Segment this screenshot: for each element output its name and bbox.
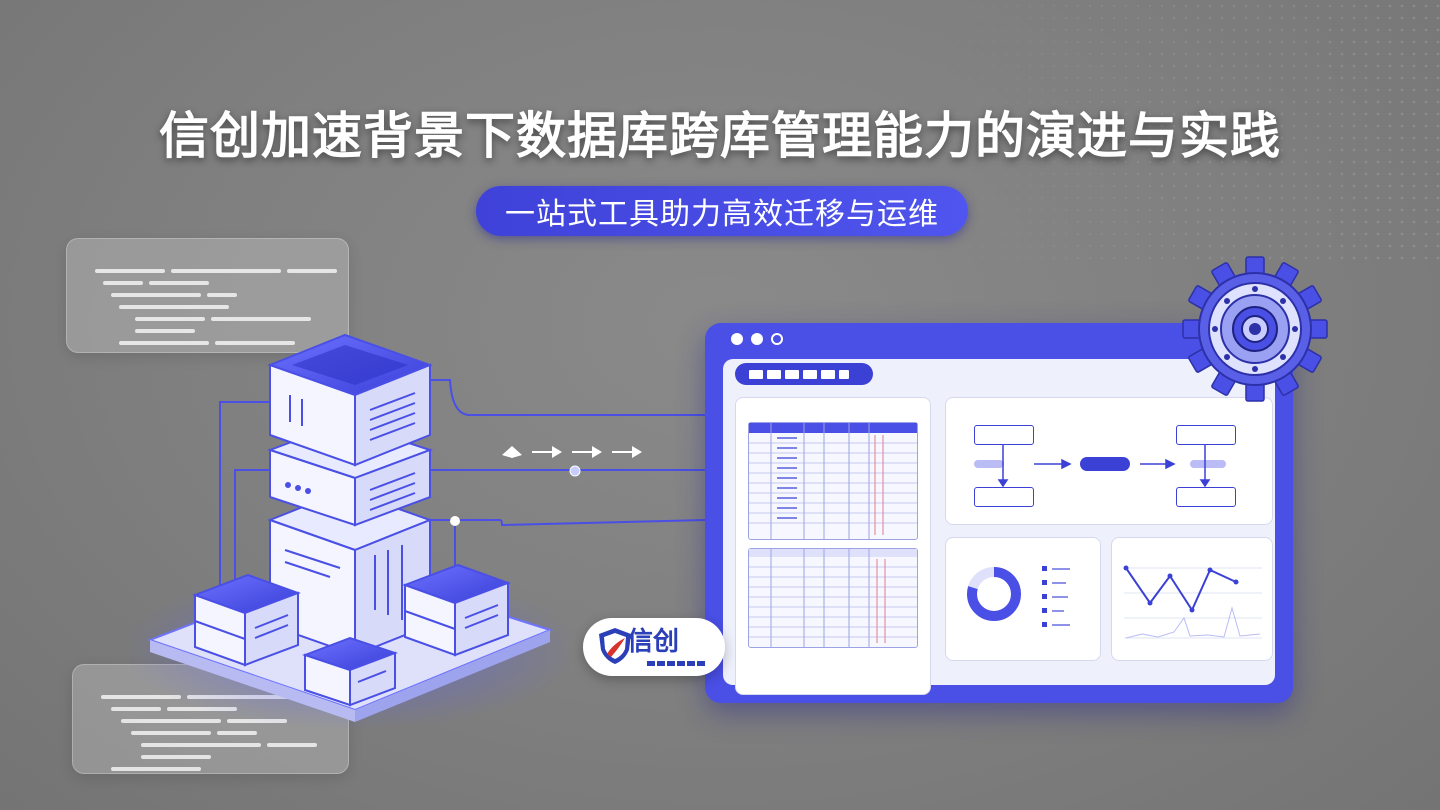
table-grid-illustration [749,423,917,539]
target-db-result-box [1176,487,1236,507]
code-snippet-card-top [66,238,349,353]
donut-chart-panel [945,537,1101,661]
page-title: 信创加速背景下数据库跨库管理能力的演进与实践 [159,107,1281,165]
blurred-title-illustration [749,370,849,379]
brand-tagline-illustration [647,661,705,666]
window-dot [751,333,763,345]
process-pill [1080,457,1130,471]
migration-flow-panel [945,397,1273,525]
arrow-right-icon [502,446,642,458]
management-window [705,323,1293,703]
code-lines-illustration [95,269,338,345]
window-content [723,359,1275,695]
window-dot [731,333,743,345]
window-dot [771,333,783,345]
data-table [748,548,918,648]
brand-name: 信创 [627,627,680,657]
page-subtitle: 一站式工具助力高效迁移与运维 [476,186,968,236]
connector-node [450,516,460,526]
data-table [748,422,918,540]
app-title-pill [735,363,873,385]
brand-badge: 信创 [583,618,725,676]
connector-node [569,465,581,477]
table-list-panel [735,397,931,695]
line-chart-panel [1111,537,1273,661]
donut-chart [967,566,1070,627]
server-stack-icon [130,333,570,730]
dot-pattern [880,0,1440,260]
source-db-box [974,425,1034,445]
subtitle-text: 一站式工具助力高效迁移与运维 [505,197,939,232]
target-db-box [1176,425,1236,445]
flow-arrows [974,444,1226,488]
table-grid-illustration [749,549,917,647]
source-db-target-box [974,487,1034,507]
line-chart [1123,565,1262,639]
gear-icon [1182,256,1328,402]
shield-logo-icon [599,628,631,664]
